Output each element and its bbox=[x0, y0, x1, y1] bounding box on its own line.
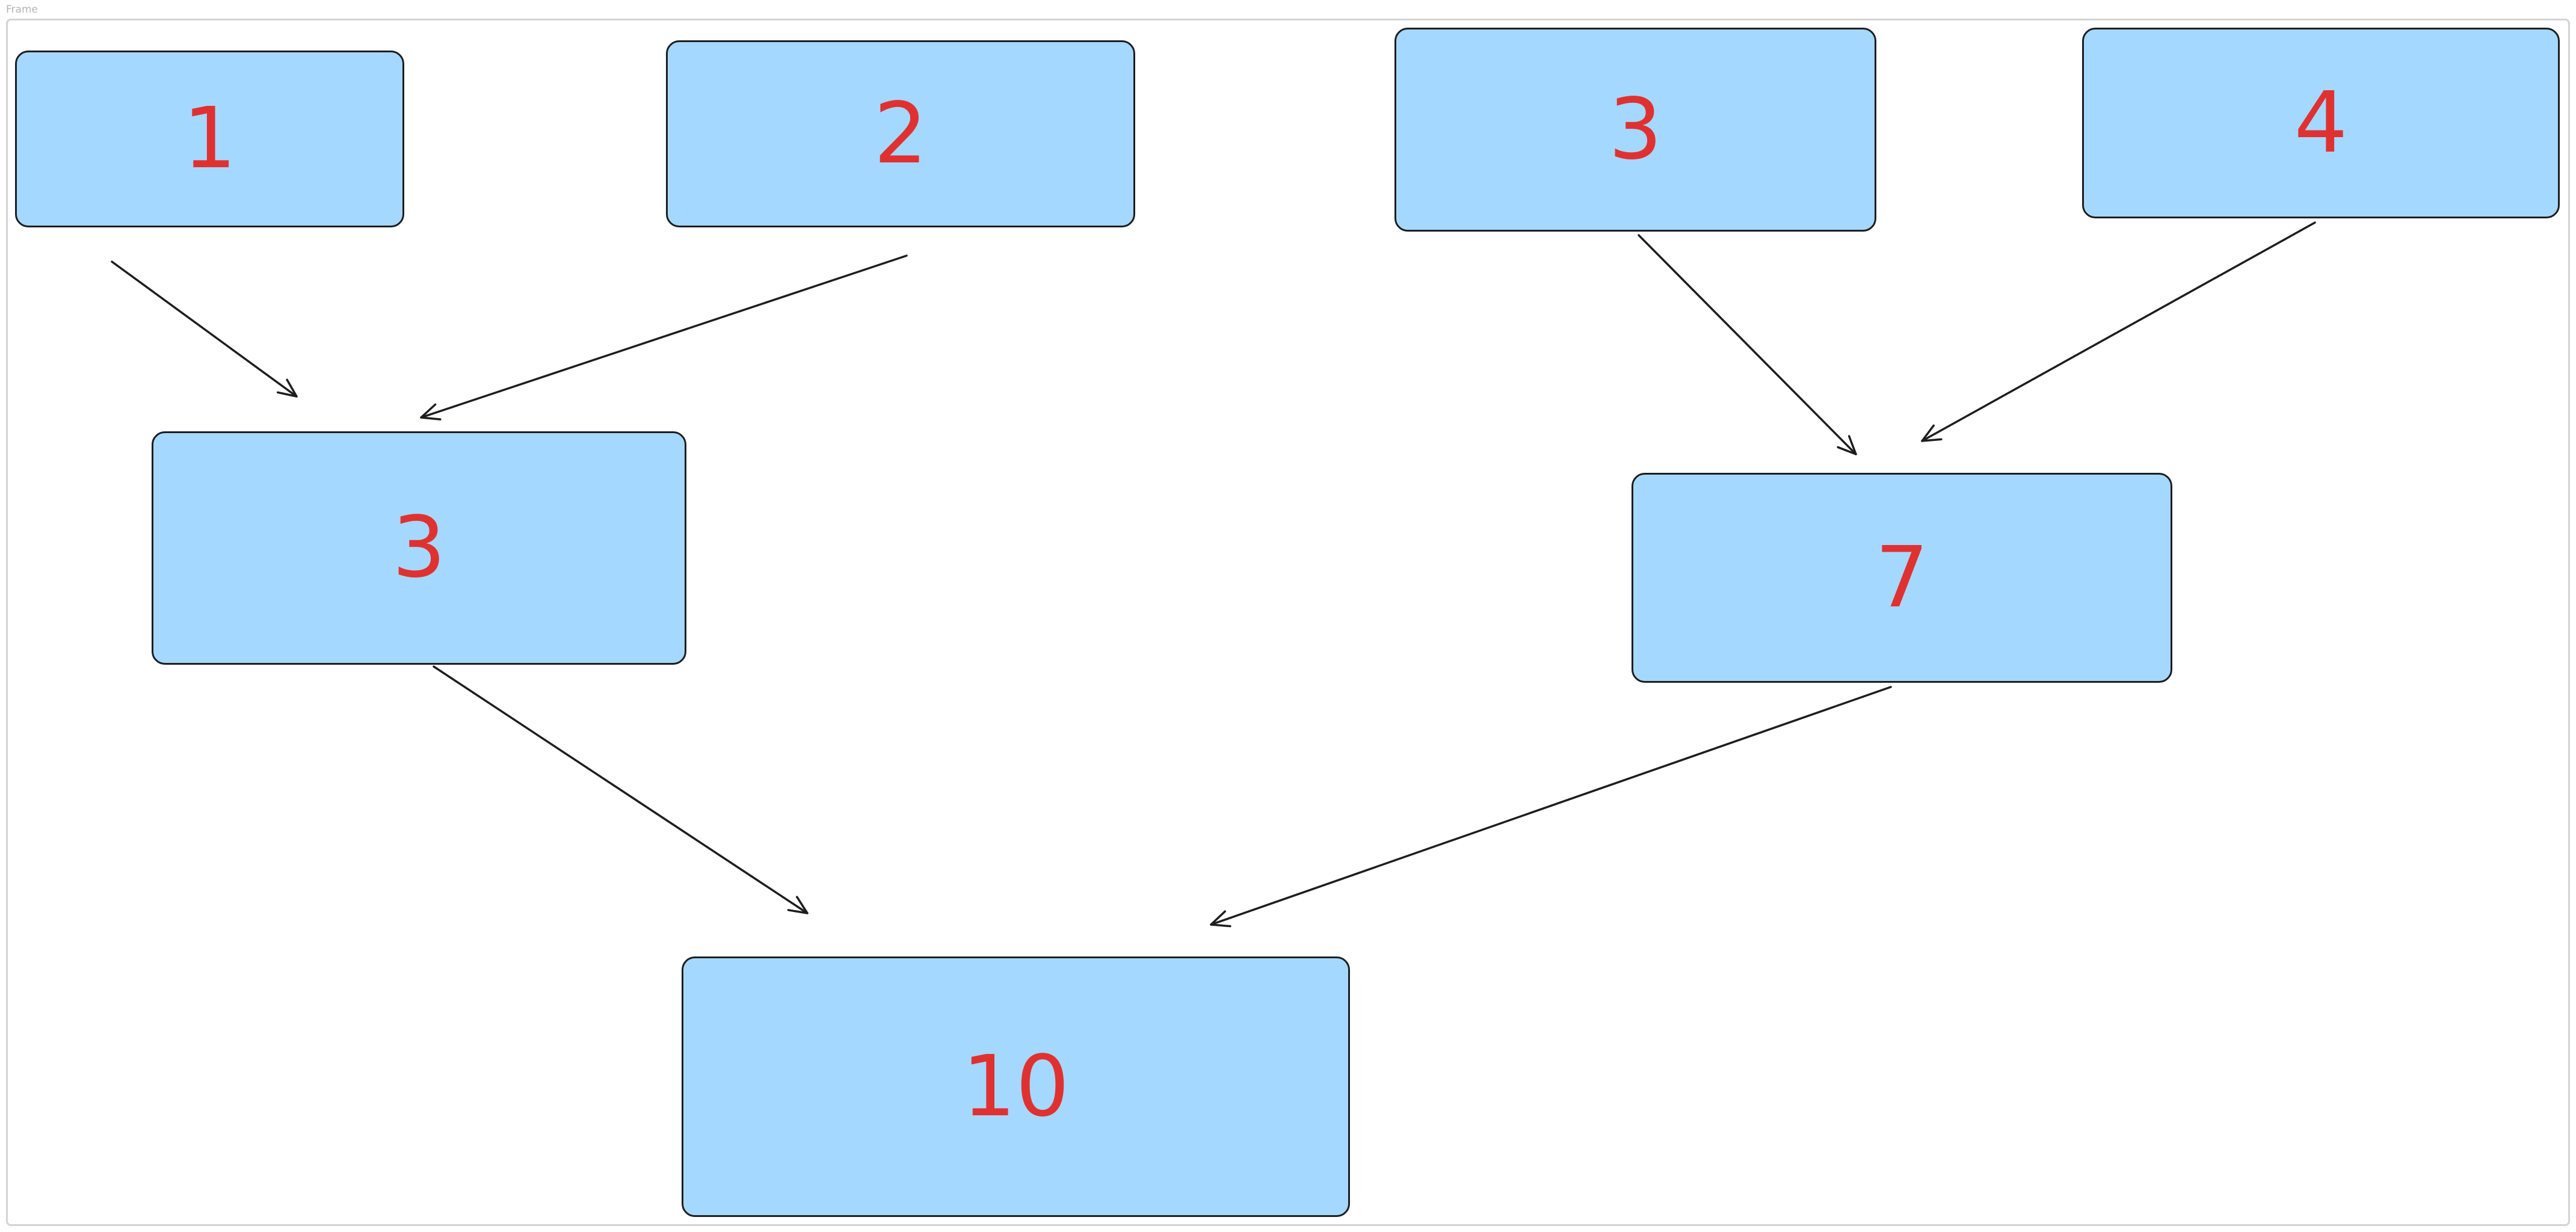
node-sum-root[interactable]: 10 bbox=[682, 956, 1350, 1217]
arrow-leaf-3-to-sum-right[interactable] bbox=[1638, 234, 1857, 455]
arrow-head bbox=[1210, 910, 1231, 928]
arrow-head bbox=[1921, 424, 1943, 442]
node-value: 10 bbox=[962, 1037, 1070, 1136]
node-value: 4 bbox=[2294, 73, 2348, 172]
frame-label: Frame bbox=[6, 4, 38, 16]
node-sum-left[interactable]: 3 bbox=[152, 431, 686, 665]
arrow-head bbox=[1837, 435, 1857, 455]
node-value: 3 bbox=[392, 499, 446, 597]
arrow-leaf-1-to-sum-left[interactable] bbox=[111, 260, 298, 398]
frame-border bbox=[6, 19, 2570, 1226]
node-leaf-3[interactable]: 3 bbox=[1394, 28, 1876, 232]
arrow-head bbox=[420, 403, 442, 420]
node-leaf-1[interactable]: 1 bbox=[15, 51, 404, 227]
arrow-leaf-2-to-sum-left[interactable] bbox=[420, 254, 908, 420]
arrow-shaft bbox=[420, 254, 908, 419]
arrow-shaft bbox=[111, 260, 298, 398]
node-sum-right[interactable]: 7 bbox=[1632, 473, 2172, 683]
arrow-leaf-4-to-sum-right[interactable] bbox=[1921, 221, 2316, 442]
node-value: 1 bbox=[182, 90, 237, 188]
arrow-shaft bbox=[1638, 234, 1857, 455]
node-value: 3 bbox=[1608, 80, 1663, 179]
arrow-sum-right-to-sum-root[interactable] bbox=[1210, 686, 1892, 928]
arrow-head bbox=[787, 896, 809, 914]
node-value: 2 bbox=[874, 84, 928, 183]
node-leaf-4[interactable]: 4 bbox=[2082, 28, 2560, 218]
node-leaf-2[interactable]: 2 bbox=[666, 40, 1135, 227]
arrow-shaft bbox=[1921, 221, 2316, 442]
arrow-head bbox=[276, 378, 298, 398]
arrow-shaft bbox=[433, 665, 809, 914]
arrow-sum-left-to-sum-root[interactable] bbox=[433, 665, 809, 914]
arrow-shaft bbox=[1210, 686, 1892, 926]
node-value: 7 bbox=[1875, 528, 1929, 627]
